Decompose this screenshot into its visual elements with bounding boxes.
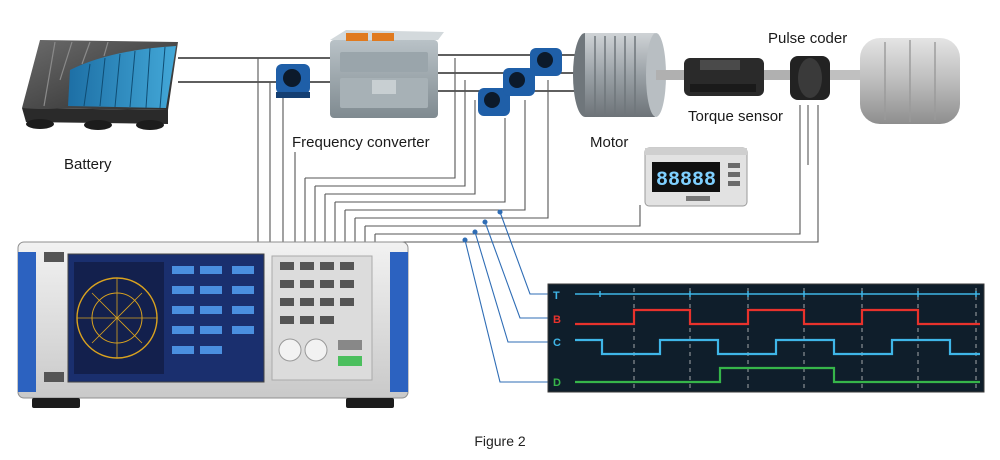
torque-sensor-illustration: [684, 58, 794, 96]
torque-meter-illustration: [644, 147, 748, 207]
label-torque-sensor: Torque sensor: [688, 108, 784, 125]
signal-wiring: [257, 58, 819, 243]
waveform-trace-d: [575, 366, 980, 384]
channel-label-d: D: [553, 377, 561, 389]
load-machine-illustration: [860, 38, 960, 124]
waveform-leader-lines: [462, 209, 548, 383]
current-sensor-dc: [276, 64, 310, 98]
current-sensor-u: [478, 88, 510, 116]
battery-illustration: [22, 40, 178, 130]
torque-meter-readout: 88888: [656, 169, 716, 192]
label-battery: Battery: [64, 156, 112, 173]
frequency-converter-illustration: [330, 30, 444, 118]
waveform-trace-t: [575, 291, 980, 297]
waveform-panel: T B C D: [547, 283, 985, 393]
pulse-coder-illustration: [790, 56, 864, 100]
current-sensor-w: [530, 48, 562, 76]
power-analyzer-illustration: [17, 241, 409, 408]
current-sensor-v: [503, 68, 535, 96]
motor-illustration: [573, 33, 686, 117]
waveform-trace-b: [575, 308, 980, 326]
channel-label-c: C: [553, 337, 561, 349]
channel-label-b: B: [553, 314, 561, 326]
label-frequency-converter: Frequency converter: [292, 134, 430, 151]
waveform-trace-c: [575, 338, 980, 356]
label-motor: Motor: [590, 134, 629, 151]
figure-caption: Figure 2: [474, 433, 526, 449]
channel-label-t: T: [553, 290, 560, 302]
label-pulse-coder: Pulse coder: [768, 30, 848, 47]
